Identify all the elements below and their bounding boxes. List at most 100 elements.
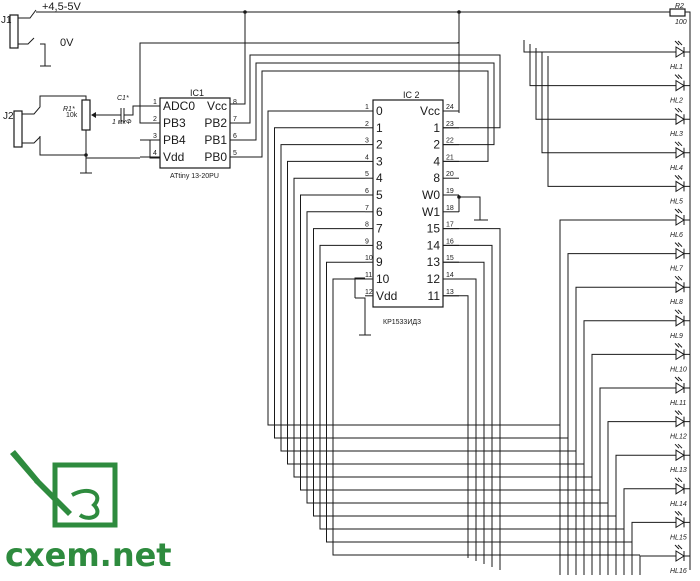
- diode-icon: [675, 180, 685, 193]
- ic2-pin-number: 1: [365, 104, 369, 111]
- r1-value: 10k: [66, 112, 78, 119]
- ic2-pin-number: 10: [365, 255, 373, 262]
- led-hl8: HL8: [670, 275, 690, 306]
- ic2-pin-number: 22: [446, 138, 454, 145]
- led-label: HL16: [670, 568, 687, 575]
- led-hl14: HL14: [670, 477, 690, 508]
- diode-icon: [675, 449, 685, 462]
- led-label: HL3: [670, 131, 683, 138]
- ic2-pin-label: 3: [376, 154, 383, 168]
- led-column: R2 100 HL1HL2HL3HL4HL5HL6HL7HL8HL9HL10HL…: [669, 3, 691, 575]
- ic1-pin-number: 5: [233, 150, 237, 157]
- led-hl2: HL2: [670, 74, 690, 105]
- ic2-strobe-ground: [458, 196, 488, 221]
- ic2-pin-label: 5: [376, 188, 383, 202]
- diode-icon: [675, 113, 685, 126]
- wire: [583, 320, 672, 575]
- ic1-pin-number: 8: [233, 99, 237, 106]
- led-hl5: HL5: [670, 175, 690, 205]
- connector-j1: [9, 14, 19, 49]
- diode-icon: [675, 314, 685, 327]
- ic2-pin-label: 4: [376, 171, 383, 185]
- ic2-pin-label: 8: [376, 238, 383, 252]
- ic2-pin-number: 16: [446, 238, 454, 245]
- ground-label: 0V: [60, 37, 74, 49]
- led-hl11: HL11: [670, 376, 690, 407]
- decoder-wiring: [230, 40, 672, 575]
- ic2-pin-label: W1: [422, 205, 440, 219]
- light-emission-icon: [674, 511, 683, 516]
- ic1-pin-number: 7: [233, 116, 237, 123]
- wire: [326, 261, 632, 543]
- ic2-pin-label: 13: [427, 255, 441, 269]
- wire: [575, 286, 672, 575]
- light-emission-icon: [674, 309, 683, 315]
- led-array: HL1HL2HL3HL4HL5HL6HL7HL8HL9HL10HL11HL12H…: [670, 40, 690, 575]
- wire: [443, 295, 469, 558]
- ic2-pin-number: 23: [446, 121, 454, 128]
- diode-icon: [675, 415, 685, 428]
- ic2-pin-number: 19: [446, 188, 454, 195]
- light-emission-icon: [674, 208, 683, 214]
- power-section: J1 +4,5-5V 0V: [1, 1, 690, 67]
- wire: [300, 194, 600, 491]
- light-emission-icon: [674, 410, 683, 415]
- connector-j2-label: J2: [3, 111, 14, 122]
- wire: [567, 253, 672, 575]
- diode-icon: [675, 550, 685, 562]
- led-hl4: HL4: [670, 141, 690, 172]
- light-emission-icon: [674, 477, 683, 483]
- led-common-wire: [685, 11, 691, 570]
- led-label: HL11: [670, 400, 686, 407]
- ic2-pin-label: 1: [433, 121, 440, 135]
- ic2-pin-label: 7: [376, 222, 383, 236]
- led-label: HL1: [670, 64, 683, 71]
- light-emission-icon: [674, 141, 683, 147]
- ic2-pin-label: 15: [427, 222, 441, 236]
- led-label: HL10: [670, 366, 687, 373]
- ic2-ground-wire: [354, 277, 371, 336]
- ic2: IC 2 КР1533ИД3 0112233445566778899101011…: [354, 12, 488, 336]
- led-hl9: HL9: [670, 309, 690, 340]
- wire: [591, 353, 672, 575]
- led-label: HL14: [670, 501, 687, 508]
- capacitor-c1: [112, 105, 160, 122]
- ic2-pin-number: 13: [446, 289, 454, 296]
- wire: [547, 56, 672, 187]
- ground-wire-j1: [18, 37, 35, 45]
- ic2-pin-number: 9: [365, 238, 369, 245]
- ic1-part-label: ATtiny 13-20PU: [170, 173, 219, 180]
- wire: [535, 48, 672, 120]
- c1-value: 1 мкФ: [112, 119, 132, 126]
- ic1-pin-label: PB3: [163, 116, 186, 130]
- light-emission-icon: [674, 443, 683, 449]
- ic2-pin-label: 2: [433, 138, 440, 152]
- ic2-pin-number: 4: [365, 154, 369, 161]
- light-emission-icon: [674, 376, 683, 382]
- ic2-pin-label: 0: [376, 104, 383, 118]
- ic2-pin-number: 7: [365, 205, 369, 212]
- light-emission-icon: [674, 40, 683, 46]
- ic2-pin-number: 18: [446, 205, 454, 212]
- diode-icon: [675, 482, 685, 495]
- led-label: HL7: [670, 266, 684, 273]
- ic2-pin-number: 6: [365, 188, 369, 195]
- wire: [267, 110, 560, 426]
- light-emission-icon: [674, 275, 683, 281]
- wire: [541, 52, 672, 154]
- ic2-pin-number: 17: [446, 222, 454, 229]
- connector-j2: [13, 110, 23, 148]
- ic2-pin-label: W0: [422, 188, 440, 202]
- ic2-pin-label: 10: [376, 272, 390, 286]
- led-hl15: HL15: [670, 511, 690, 541]
- r2-value: 100: [675, 19, 687, 26]
- diode-icon: [675, 146, 685, 159]
- ic1-title: IC1: [190, 88, 204, 98]
- light-emission-icon: [674, 544, 683, 550]
- led-hl7: HL7: [670, 242, 690, 273]
- led-hl10: HL10: [670, 343, 690, 373]
- ic2-pin-number: 20: [446, 171, 454, 178]
- ic2-pin-number: 15: [446, 255, 454, 262]
